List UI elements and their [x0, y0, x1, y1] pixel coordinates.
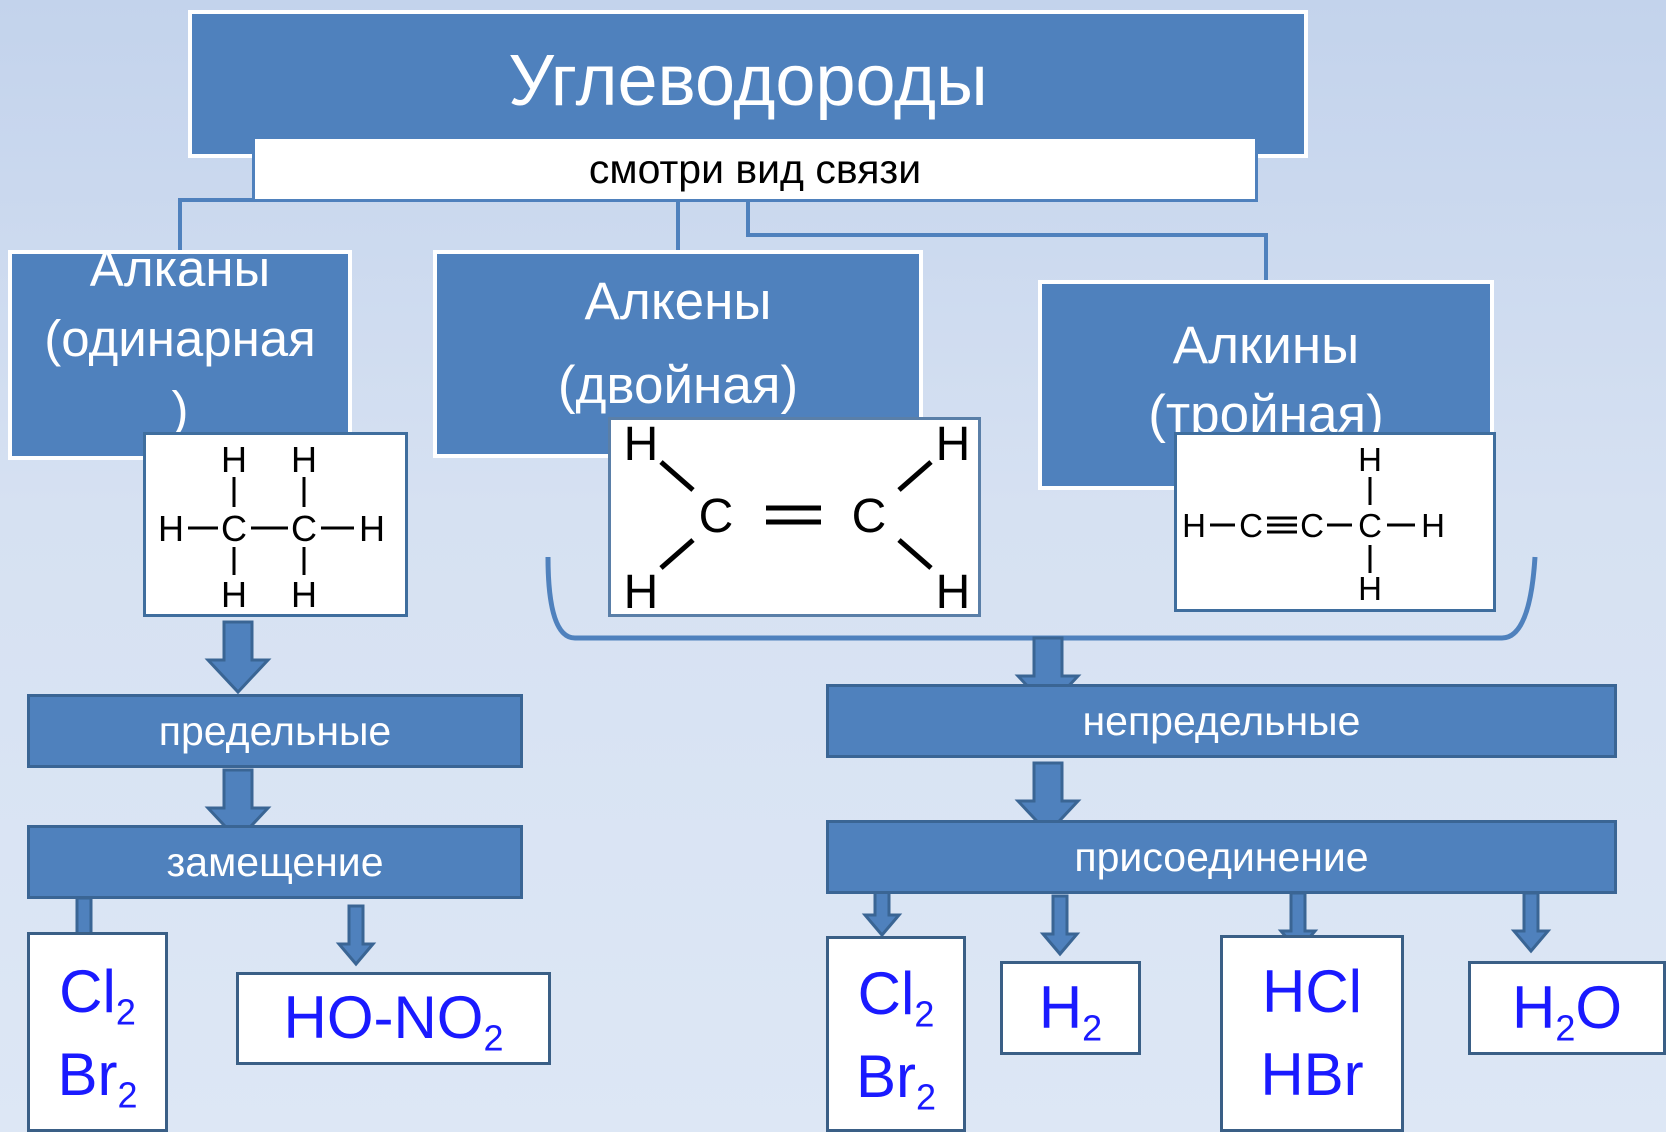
addition-label: присоединение	[1074, 833, 1369, 880]
alkynes-name: Алкины	[1172, 316, 1360, 375]
formula-line: H2O	[1511, 973, 1623, 1049]
alkanes-bond: (одинарная	[44, 310, 316, 368]
propyne-atom: H	[1358, 570, 1382, 607]
propyne-structure: H H C C C H H	[1182, 441, 1445, 607]
ethene-atom: C	[852, 490, 887, 543]
arrow-to-water	[1512, 891, 1550, 953]
reagent-box-water: H2O	[1468, 961, 1666, 1055]
ethane-atom: C	[291, 508, 317, 549]
arrow-to-nitric-acid	[337, 904, 375, 966]
page-title: Углеводороды	[508, 41, 988, 121]
formula-line: Cl2	[857, 960, 935, 1035]
formula-line: HBr	[1260, 1040, 1364, 1108]
substitution-bar: замещение	[27, 825, 523, 899]
propyne-atom: H	[1421, 507, 1445, 544]
addition-bar: присоединение	[826, 820, 1617, 894]
propyne-atom: C	[1239, 507, 1263, 544]
propyne-atom: C	[1358, 507, 1382, 544]
connector-alkynes	[746, 200, 1268, 282]
propyne-atom: C	[1300, 507, 1324, 544]
propyne-atom: H	[1358, 441, 1382, 478]
formula-line: Br2	[57, 1041, 138, 1116]
ethene-atom: H	[936, 566, 971, 619]
ethane-atom: H	[359, 508, 385, 549]
ethene-atom: C	[699, 490, 734, 543]
formula-line: HCl	[1262, 957, 1362, 1025]
ethane-atom: H	[221, 439, 247, 480]
ethane-atom: H	[291, 574, 317, 615]
ethane-atom: H	[291, 439, 317, 480]
formula-line: Cl2	[59, 958, 136, 1033]
ethane-structure: H H H C C H H H	[158, 439, 385, 615]
ethene-atom: H	[936, 420, 971, 471]
alkanes-name: Алканы	[89, 250, 271, 297]
ethane-structure-box: H H H C C H H H	[143, 432, 408, 617]
alkanes-box: Алканы (одинарная )	[8, 250, 352, 460]
ethene-structure-box: H H C C H H	[608, 417, 981, 619]
alkenes-bond: (двойная)	[557, 355, 799, 415]
formula-line: Br2	[855, 1043, 937, 1118]
arrow-to-saturated	[206, 620, 270, 694]
ethene-atom: H	[624, 420, 659, 471]
saturated-label: предельные	[158, 707, 392, 754]
subtitle-box: смотри вид связи	[252, 136, 1258, 202]
subtitle: смотри вид связи	[588, 145, 922, 192]
title-box: Углеводороды	[188, 10, 1308, 158]
reagent-box-hydrogen: H2	[1000, 961, 1141, 1055]
propyne-atom: H	[1182, 507, 1206, 544]
ethene-structure: H H C C H H	[624, 420, 971, 619]
unsaturated-label: непредельные	[1082, 697, 1361, 744]
reagent-box-nitric-acid: HO-NO2	[236, 972, 551, 1065]
alkenes-name: Алкены	[584, 272, 772, 331]
alkanes-bond-tail: )	[171, 380, 189, 438]
connector-alkanes	[178, 198, 252, 252]
ethene-atom: H	[624, 566, 659, 619]
formula-line: H2	[1038, 973, 1103, 1049]
unsaturated-bar: непредельные	[826, 684, 1617, 758]
substitution-label: замещение	[166, 838, 384, 885]
saturated-bar: предельные	[27, 694, 523, 768]
formula-line: HO-NO2	[283, 984, 504, 1059]
propyne-structure-box: H H C C C H H	[1174, 432, 1496, 612]
ethane-atom: H	[221, 574, 247, 615]
ethane-atom: H	[158, 508, 184, 549]
ethane-atom: C	[221, 508, 247, 549]
arrow-to-hydrogen	[1041, 894, 1079, 956]
